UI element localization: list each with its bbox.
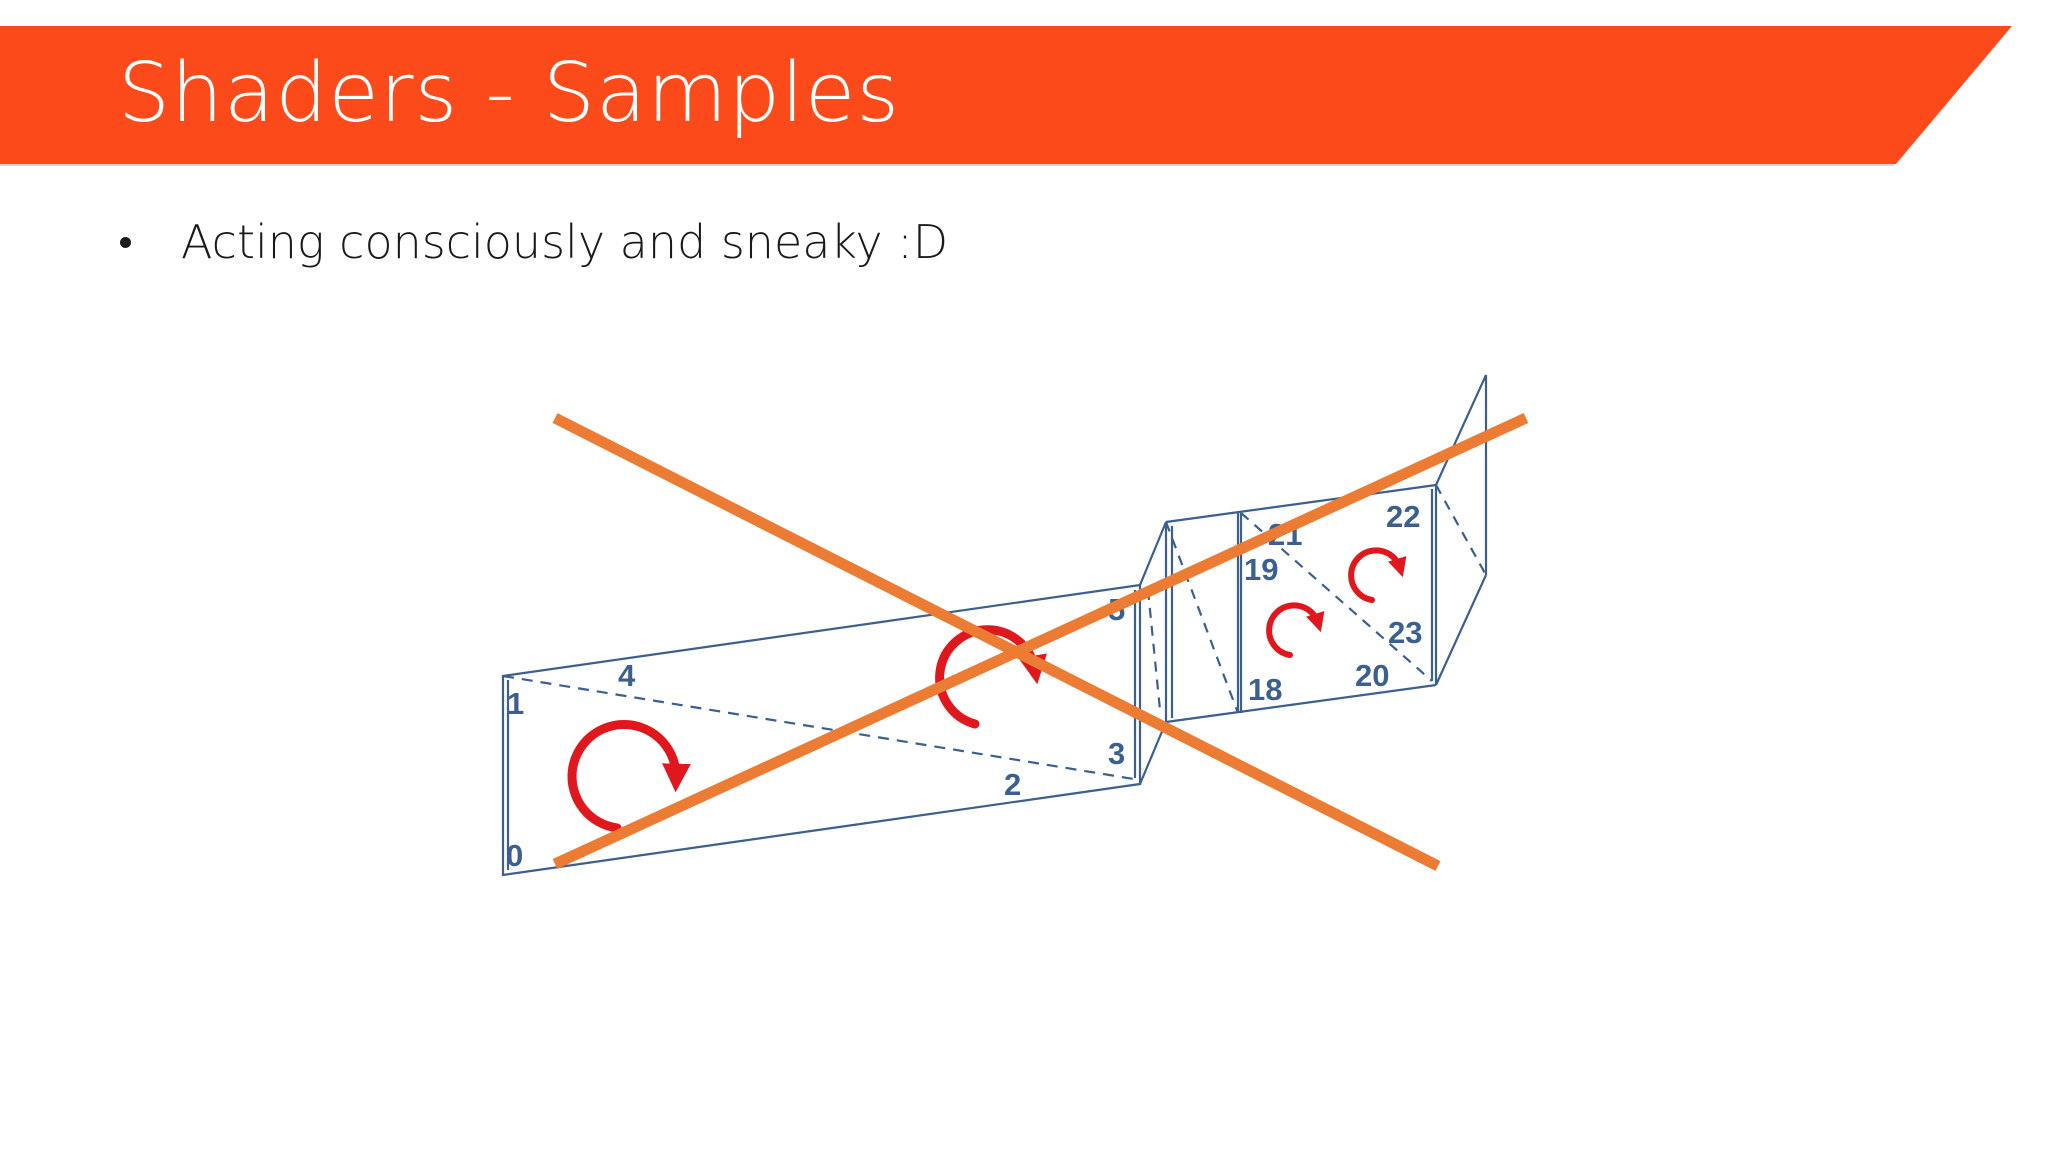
vertex-label: 19	[1244, 552, 1278, 587]
vertex-label: 23	[1388, 615, 1422, 650]
bullet-text: Acting consciously and sneaky :D	[181, 215, 949, 269]
vertex-label: 2	[1004, 767, 1021, 802]
vertex-label: 4	[618, 658, 636, 693]
strip-back	[1138, 374, 1488, 785]
bullet-icon	[120, 236, 131, 248]
cross-line	[552, 413, 1529, 869]
clockwise-arrow-icon	[1348, 547, 1407, 603]
clockwise-arrow-icon	[1266, 602, 1325, 658]
vertex-label: 1	[507, 686, 524, 721]
cross-out-mark	[552, 413, 1529, 871]
slide-title: Shaders - Samples	[118, 46, 901, 141]
clockwise-arrow-icon	[567, 719, 691, 833]
vertex-label: 0	[506, 838, 523, 873]
cross-line	[552, 413, 1441, 871]
title-banner: Shaders - Samples	[0, 26, 2048, 171]
title-banner-shape	[0, 26, 2012, 166]
vertex-label: 20	[1355, 658, 1389, 693]
vertex-label: 18	[1248, 672, 1282, 707]
bullet-list: Acting consciously and sneaky :D	[115, 215, 948, 269]
vertex-label: 3	[1108, 736, 1125, 771]
clockwise-arrow-icon	[935, 625, 1047, 729]
vertex-label: 22	[1386, 499, 1420, 534]
rotation-arrows	[567, 547, 1407, 833]
vertex-labels: 0 1 2 3 4 5 18 19 20 21 22 23	[506, 499, 1422, 873]
bullet-item: Acting consciously and sneaky :D	[115, 215, 948, 269]
